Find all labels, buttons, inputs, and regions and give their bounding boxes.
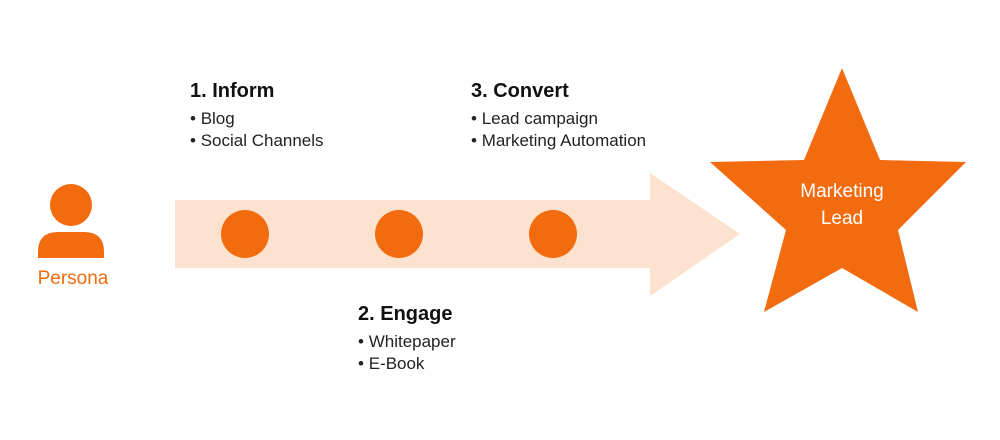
- stage-title-engage: 2. Engage: [358, 303, 453, 325]
- person-icon: [38, 184, 104, 258]
- flow-arrow: [175, 173, 740, 296]
- list-item: Lead campaign: [471, 108, 646, 130]
- goal-label-line2: Lead: [820, 208, 864, 229]
- stage-dot-inform: [221, 210, 269, 258]
- stage-list-convert: Lead campaign Marketing Automation: [471, 108, 646, 152]
- list-item: Blog: [190, 108, 324, 130]
- star-shape: [710, 68, 966, 312]
- goal-label: Marketing Lead: [772, 178, 912, 232]
- list-item: Social Channels: [190, 130, 324, 152]
- list-item: Marketing Automation: [471, 130, 646, 152]
- stage-list-engage: Whitepaper E-Book: [358, 331, 456, 375]
- list-item: E-Book: [358, 353, 456, 375]
- stage-title-inform: 1. Inform: [190, 80, 275, 102]
- persona-label: Persona: [37, 268, 109, 289]
- stage-dot-engage: [375, 210, 423, 258]
- list-item: Whitepaper: [358, 331, 456, 353]
- stage-dot-convert: [529, 210, 577, 258]
- goal-label-line1: Marketing: [800, 181, 884, 202]
- stage-title-convert: 3. Convert: [471, 80, 569, 102]
- stage-list-inform: Blog Social Channels: [190, 108, 324, 152]
